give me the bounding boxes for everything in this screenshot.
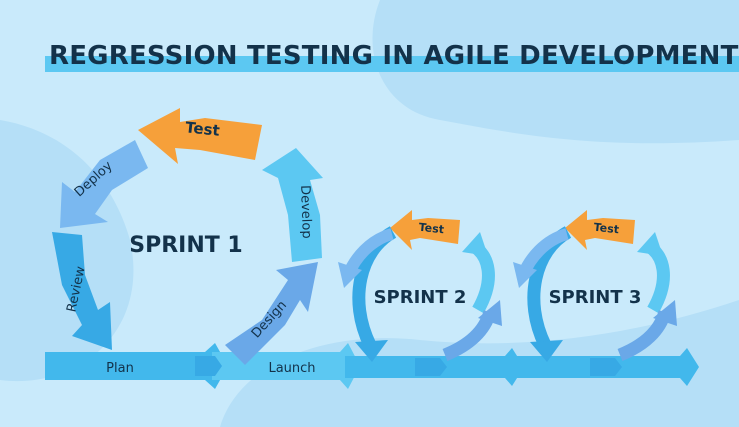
sprint-2-label: SPRINT 2 [374,287,467,308]
timeline-accent-1 [195,356,222,376]
title-block: REGRESSION TESTING IN AGILE DEVELOPMENT [45,38,739,74]
sprint-3-cycle: Test SPRINT 3 [513,210,677,362]
sprint-2-right-arrowhead [462,232,488,256]
test-label: Test [184,118,220,140]
timeline-accent-3 [590,358,622,376]
sprint-3-right-arrowhead [637,232,663,256]
sprint-3-test-label: Test [593,221,620,237]
sprint-3-left-arrowhead [530,340,563,362]
timeline-segment-plan [45,343,228,389]
sprint-3-test-arrow [565,210,635,250]
launch-label: Launch [268,361,315,376]
timeline-accent-2 [415,358,447,376]
sprint-2-top-left-arrowhead [338,262,362,288]
sprint-1-label: SPRINT 1 [129,233,242,258]
sprint-3-label: SPRINT 3 [549,287,642,308]
develop-arrow [262,148,323,262]
page-title: REGRESSION TESTING IN AGILE DEVELOPMENT [49,41,739,71]
sprint-3-top-left-arrowhead [513,262,537,288]
review-arrow [52,232,112,350]
timeline [45,343,699,389]
sprint-2-bottom-right-arrowhead [478,300,502,326]
sprint-2-test-label: Test [418,221,445,237]
sprint-3-bottom-right-arrowhead [653,300,677,326]
develop-label: Develop [297,185,314,239]
plan-label: Plan [106,361,134,376]
design-arrow [225,262,318,365]
sprint-1-cycle: Test Deploy Review Develop Design SPRINT… [52,108,323,365]
sprint-2-cycle: Test SPRINT 2 [338,210,502,362]
deploy-arrow [60,140,148,228]
sprint-2-test-arrow [390,210,460,250]
test-arrow [138,108,262,164]
sprint-2-left-arrowhead [355,340,388,362]
title-highlight [45,56,739,72]
